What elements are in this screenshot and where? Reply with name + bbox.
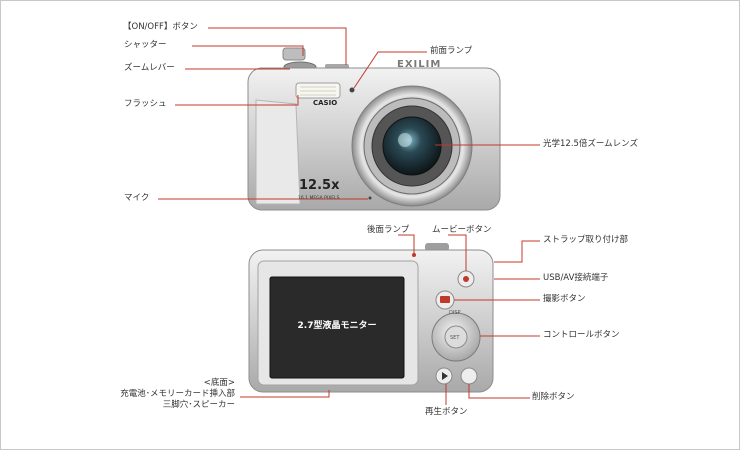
camera-back xyxy=(248,243,494,393)
back-lamp-dot xyxy=(412,253,416,257)
label-onoff-button: 【ON/OFF】ボタン xyxy=(123,22,198,32)
label-flash: フラッシュ xyxy=(124,99,167,109)
label-back-lamp: 後面ランプ xyxy=(367,225,410,235)
grip xyxy=(255,99,301,205)
top-button-shape xyxy=(425,243,449,251)
set-label: SET xyxy=(450,335,460,341)
casio-logo: CASIO xyxy=(313,99,338,107)
label-usb-av-port: USB/AV接続端子 xyxy=(543,273,609,283)
mic-dot xyxy=(368,196,372,200)
label-bottom-tripod-speaker: 三脚穴･スピーカー xyxy=(162,400,235,410)
lens-glass xyxy=(382,116,442,176)
label-movie-button: ムービーボタン xyxy=(432,225,492,235)
label-delete-button: 削除ボタン xyxy=(532,392,575,402)
screen-label: 2.7型液晶モニター xyxy=(297,321,377,331)
label-mic: マイク xyxy=(124,193,150,203)
label-lens: 光学12.5倍ズームレンズ xyxy=(543,139,639,149)
leader-lines xyxy=(158,27,540,405)
shutter-shape xyxy=(282,47,306,61)
label-bottom-battery-card: 充電池･メモリーカード挿入部 xyxy=(120,389,235,399)
disp-label: DISP xyxy=(449,310,461,316)
label-shoot-button: 撮影ボタン xyxy=(543,294,586,304)
camera-front xyxy=(247,47,501,211)
lcd-screen xyxy=(269,276,405,379)
front-lamp-dot xyxy=(349,87,355,93)
label-shutter: シャッター xyxy=(124,40,167,50)
delete-button-shape xyxy=(460,367,478,385)
label-front-lamp: 前面ランプ xyxy=(430,46,473,56)
label-strap-mount: ストラップ取り付け部 xyxy=(543,235,629,245)
megapixels-text: 16.1 MEGA PIXELS xyxy=(298,196,340,201)
label-playback-button: 再生ボタン xyxy=(425,407,468,417)
label-zoom-lever: ズームレバー xyxy=(124,63,175,73)
label-control-button: コントロールボタン xyxy=(543,330,620,340)
label-bottom-heading: <底面> xyxy=(203,378,235,388)
exilim-logo: EXILIM xyxy=(397,59,442,70)
zoom-badge: 12.5x xyxy=(299,178,340,193)
